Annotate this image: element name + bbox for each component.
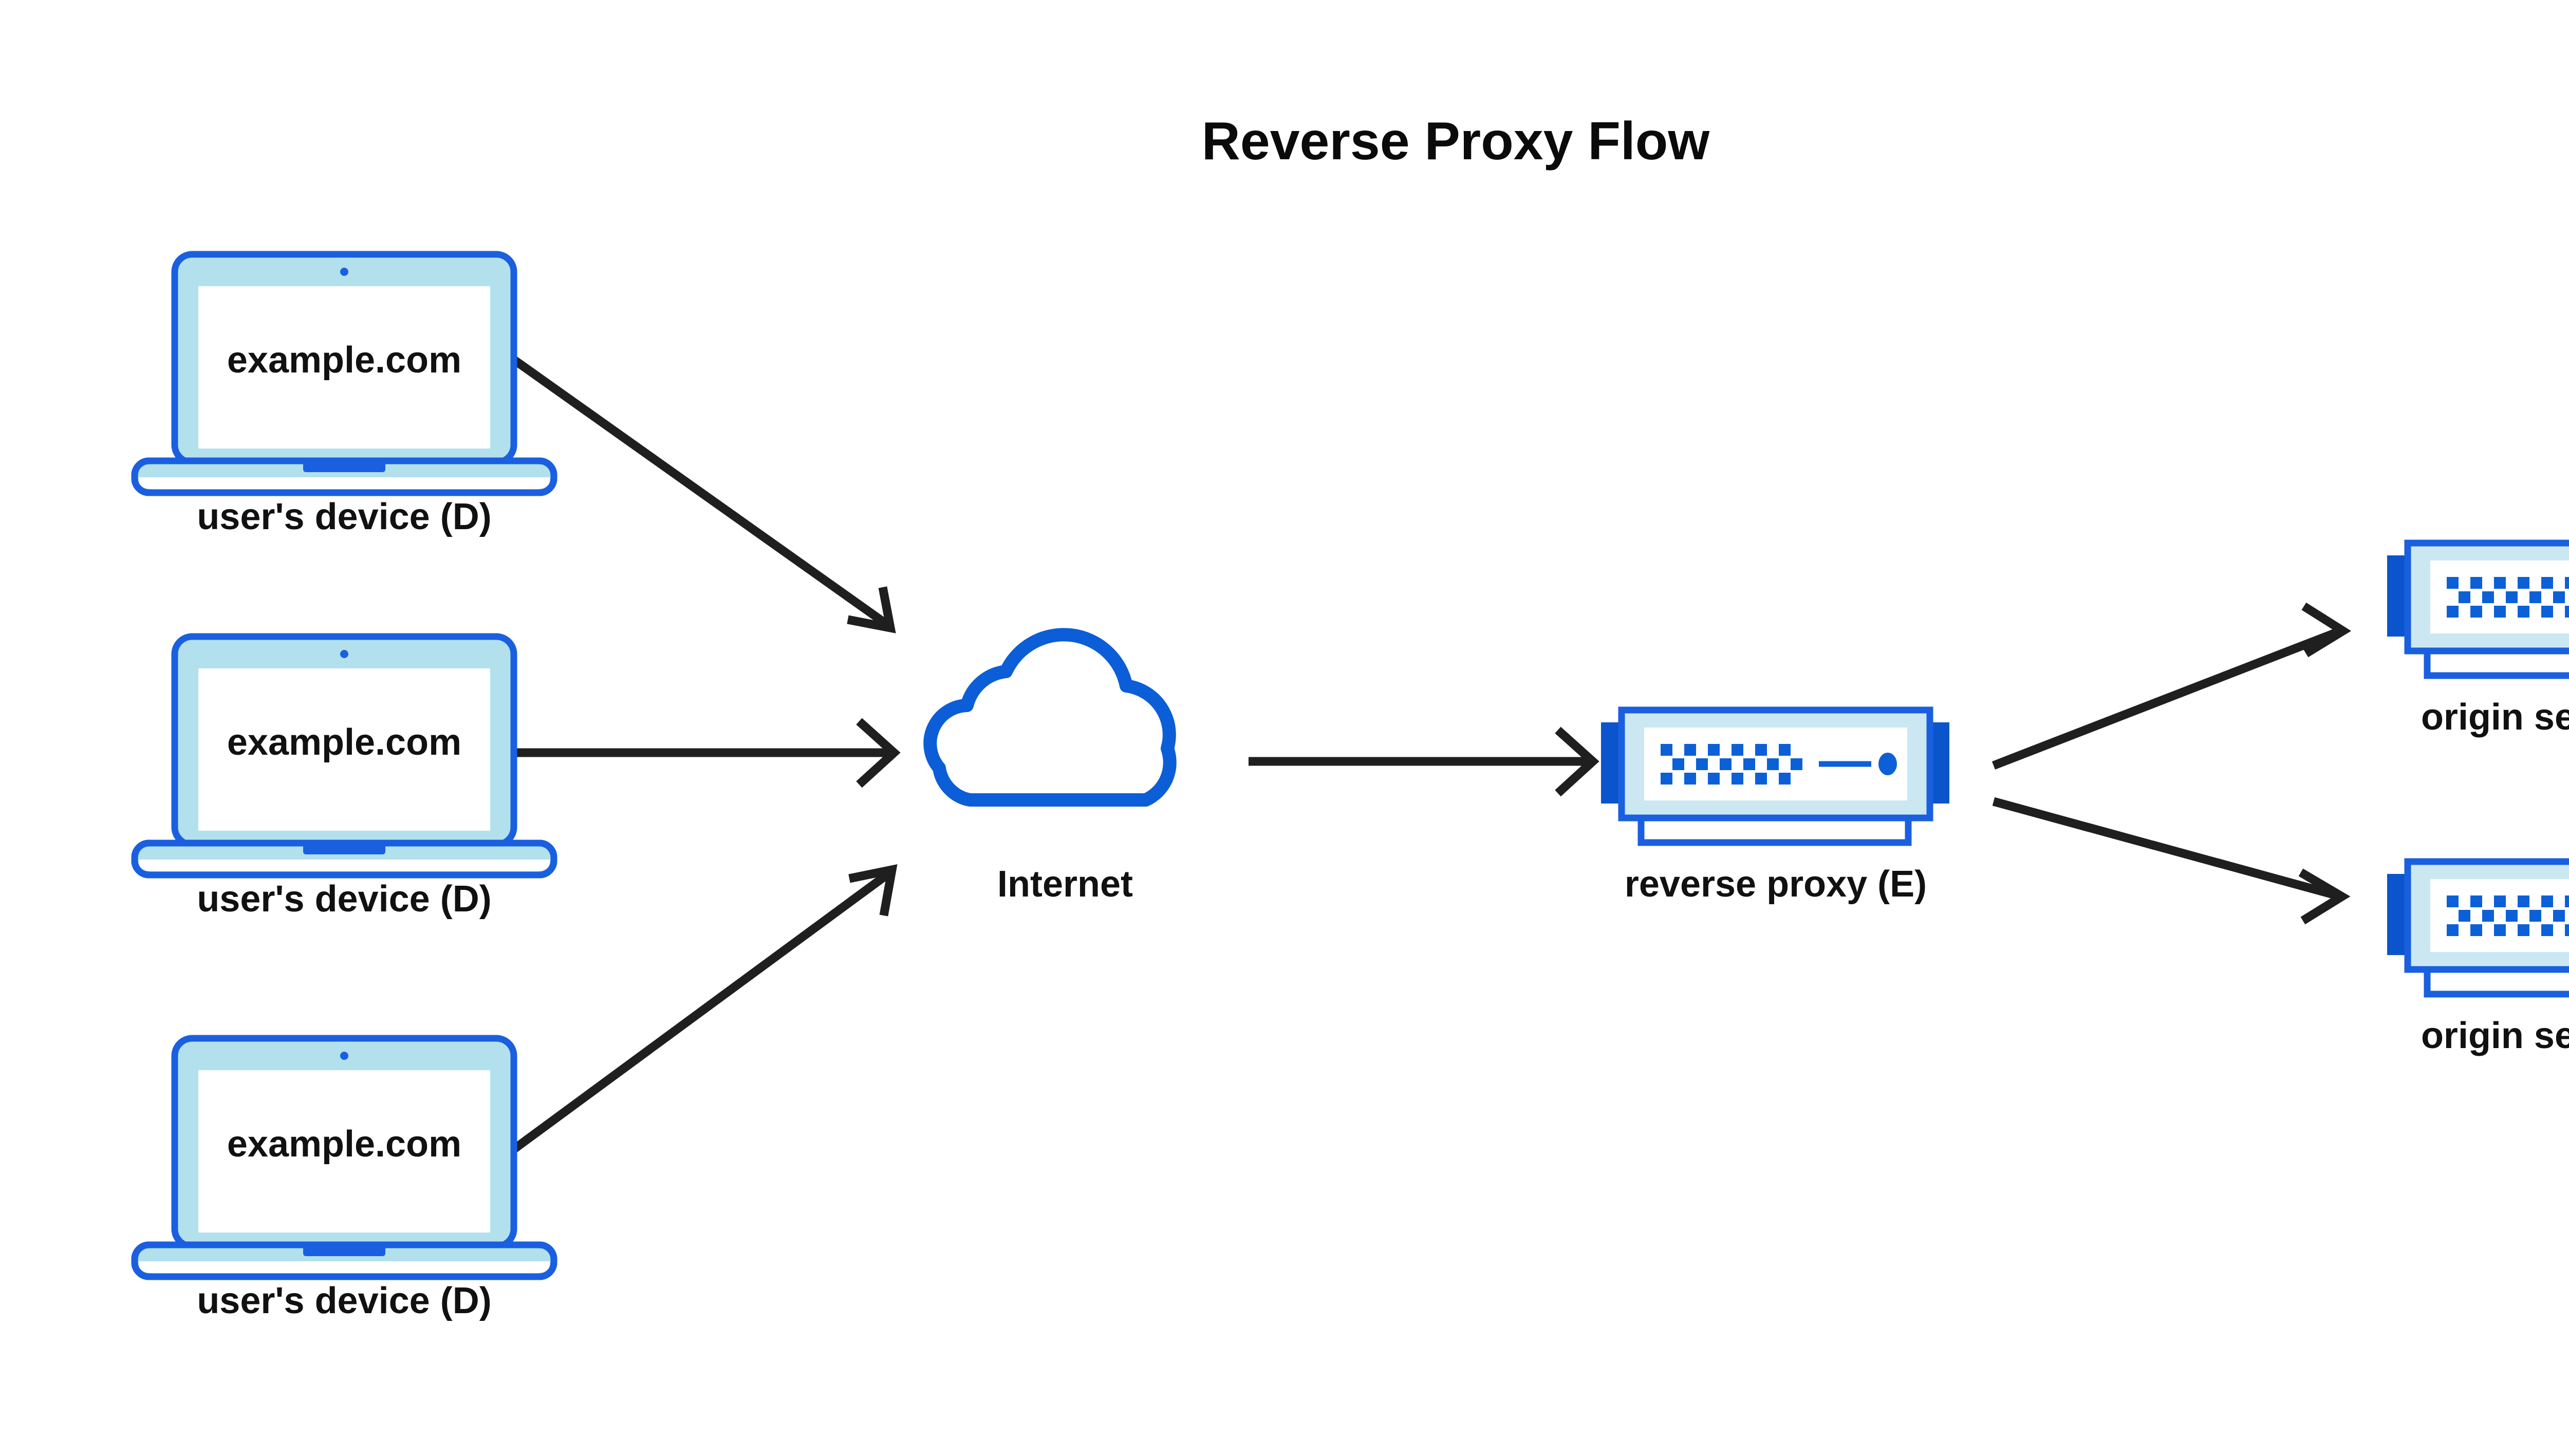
connection-internet-to-proxy	[1249, 726, 1599, 797]
node-origin-server-2[interactable]: origin server (F)	[2387, 862, 2569, 1056]
node-internet-cloud[interactable]: Internet	[930, 634, 1169, 905]
page-title: Reverse Proxy Flow	[1202, 111, 1710, 171]
origin-server-label: origin server (F)	[2421, 1015, 2569, 1056]
node-user-device-3[interactable]: example.com user's device (D)	[135, 1038, 554, 1321]
origin-server-label: origin server (F)	[2421, 697, 2569, 738]
connection-proxy-to-origin1	[1991, 602, 2352, 770]
device-screen-text: example.com	[227, 340, 461, 381]
cloud-label: Internet	[997, 864, 1133, 905]
connection-proxy-to-origin2	[1992, 797, 2351, 925]
device-screen-text: example.com	[227, 722, 461, 763]
node-reverse-proxy[interactable]: reverse proxy (E)	[1601, 710, 1949, 905]
device-screen-text: example.com	[227, 1124, 461, 1165]
device-label: user's device (D)	[197, 496, 491, 537]
node-origin-server-1[interactable]: origin server (F)	[2387, 543, 2569, 738]
connection-layer	[511, 356, 2352, 1153]
node-user-device-2[interactable]: example.com user's device (D)	[135, 637, 554, 920]
node-user-device-1[interactable]: example.com user's device (D)	[135, 254, 554, 537]
cloud-icon	[930, 634, 1169, 800]
server-icon	[2387, 543, 2569, 676]
server-icon	[1601, 710, 1949, 843]
proxy-label: reverse proxy (E)	[1625, 864, 1927, 905]
server-icon	[2387, 862, 2569, 994]
connection-device1-to-internet	[511, 356, 896, 633]
device-label: user's device (D)	[197, 879, 491, 920]
connection-device3-to-internet	[511, 864, 898, 1153]
connection-device2-to-internet	[514, 718, 901, 788]
device-label: user's device (D)	[197, 1280, 491, 1321]
